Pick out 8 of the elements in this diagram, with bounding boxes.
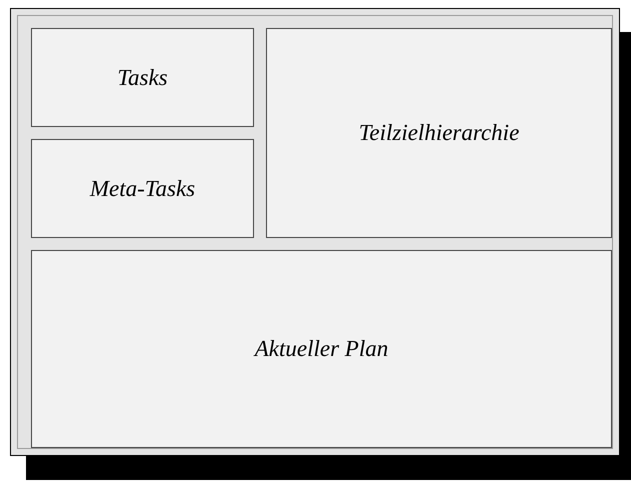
section-box	[31, 250, 612, 448]
section-title: Meta-Tasks	[90, 176, 196, 202]
section-box	[31, 28, 254, 127]
section-box	[266, 28, 612, 238]
section-title: Aktueller Plan	[254, 336, 388, 362]
section-title: Tasks	[117, 64, 168, 90]
section-box	[31, 139, 254, 238]
section-title: Teilzielhierarchie	[358, 120, 520, 146]
